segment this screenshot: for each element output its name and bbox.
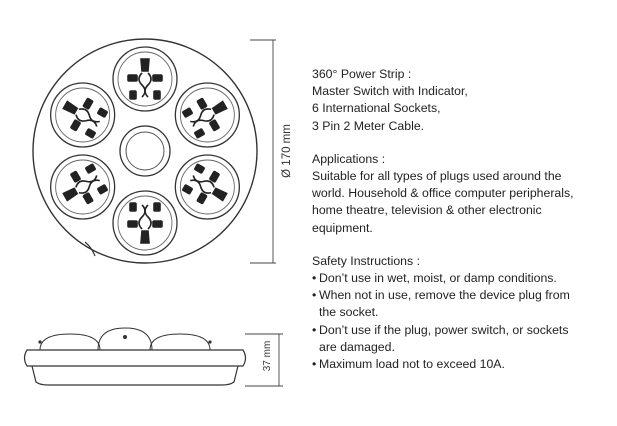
height-label: 37 mm — [262, 341, 273, 372]
cable-outlet — [84, 241, 96, 257]
safety-item-line: Don’t use in wet, moist, or damp conditi… — [319, 271, 557, 286]
safety-item-text: Maximum load not to exceed 10A. — [319, 356, 505, 373]
strip-title: 360° Power Strip : — [312, 67, 412, 81]
master-switch — [119, 125, 171, 177]
applications-line: Suitable for all types of plugs used aro… — [312, 169, 562, 184]
socket-pins-icon — [182, 97, 228, 139]
safety-item-text: Don’t use in wet, moist, or damp conditi… — [319, 270, 557, 287]
socket-5 — [49, 154, 116, 220]
safety-item-line: the socket. — [319, 305, 379, 320]
socket-1 — [112, 46, 178, 112]
safety-list: •Don’t use in wet, moist, or damp condit… — [312, 270, 612, 373]
safety-item-line: are damaged. — [319, 339, 395, 354]
socket-pins-icon — [127, 202, 163, 244]
safety-item: •Maximum load not to exceed 10A. — [312, 356, 612, 373]
spec-panel: 360° Power Strip : Master Switch with In… — [312, 66, 612, 373]
height-dimension: 37 mm — [245, 333, 283, 387]
strip-feature-line: 6 International Sockets, — [312, 101, 441, 116]
safety-title: Safety Instructions : — [312, 253, 420, 268]
safety-item: •When not in use, remove the device plug… — [312, 287, 612, 321]
bullet-icon: • — [312, 288, 317, 303]
safety-item-text: When not in use, remove the device plug … — [319, 287, 570, 321]
socket-pins-icon — [62, 97, 108, 139]
safety-item: •Don’t use in wet, moist, or damp condit… — [312, 270, 612, 287]
applications-text: Suitable for all types of plugs used aro… — [312, 168, 612, 237]
safety-item-line: Maximum load not to exceed 10A. — [319, 357, 505, 372]
socket-group — [49, 46, 241, 256]
strip-features: Master Switch with Indicator, 6 Internati… — [312, 83, 612, 135]
applications-line: equipment. — [312, 220, 373, 235]
power-strip-side-view — [23, 327, 247, 386]
safety-item-line: Don’t use if the plug, power switch, or … — [319, 322, 569, 337]
socket-2 — [174, 82, 241, 148]
safety-item-text: Don’t use if the plug, power switch, or … — [319, 322, 568, 356]
bullet-icon: • — [312, 271, 317, 286]
safety-item-line: When not in use, remove the device plug … — [319, 288, 570, 303]
safety-item: •Don’t use if the plug, power switch, or… — [312, 322, 612, 356]
diameter-label: Ø 170 mm — [281, 124, 293, 178]
applications-line: world. Household & office computer perip… — [312, 186, 574, 201]
socket-4 — [112, 190, 178, 256]
socket-pins-icon — [127, 58, 163, 100]
socket-pins-icon — [62, 163, 108, 205]
bullet-icon: • — [312, 357, 317, 372]
applications-title: Applications : — [312, 151, 386, 166]
socket-3 — [174, 154, 241, 220]
strip-feature-line: Master Switch with Indicator, — [312, 84, 468, 99]
socket-6 — [49, 82, 116, 148]
strip-feature-line: 3 Pin 2 Meter Cable. — [312, 118, 425, 133]
applications-line: home theatre, television & other electro… — [312, 203, 542, 218]
diameter-dimension: Ø 170 mm — [250, 39, 293, 264]
socket-pins-icon — [182, 163, 228, 205]
power-strip-top-outline — [32, 38, 258, 264]
bullet-icon: • — [312, 322, 317, 337]
